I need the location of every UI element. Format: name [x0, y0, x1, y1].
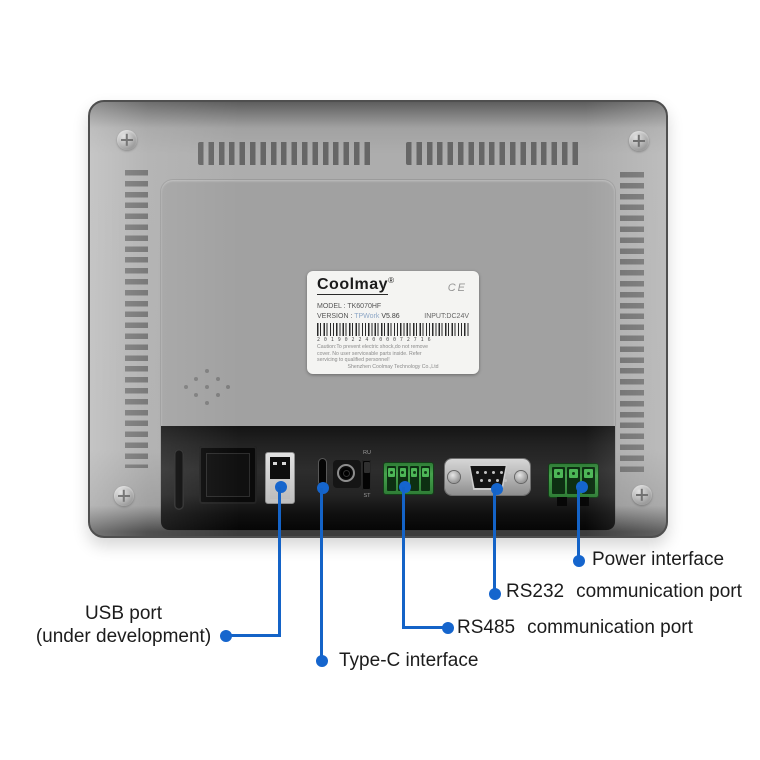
switch-label-run: RU: [363, 450, 371, 456]
rs485-port-dot: [399, 481, 411, 493]
usb-port-label: USB port (under development): [35, 603, 212, 647]
usb-label-dot: [220, 630, 232, 642]
typec-label: Type-C interface: [339, 650, 479, 671]
barcode: [317, 322, 469, 336]
typec-port-dot: [317, 482, 329, 494]
software-name: TPWork: [354, 312, 380, 320]
rs232-callout-line: [493, 489, 496, 594]
rs485-callout-line-h: [402, 626, 448, 629]
screw-top-left: [117, 130, 137, 150]
registered-mark: ®: [388, 276, 394, 285]
company-name: Shenzhen Coolmay Technology Co.,Ltd: [347, 364, 439, 371]
sd-card-slot: [174, 449, 184, 510]
power-label-dot: [573, 555, 585, 567]
usb-port-dot: [275, 481, 287, 493]
rs232-label-dot: [489, 588, 501, 600]
power-callout-line: [577, 487, 580, 561]
rs485-callout-line-v: [402, 487, 405, 628]
typec-callout-line: [320, 488, 323, 661]
power-terminal-tabs: [557, 497, 567, 506]
input-rating: INPUT:DC24V: [424, 312, 469, 320]
switch-label-stop: ST: [363, 493, 371, 499]
hmi-rear-panel: Coolmay® CE MODEL : TK6070HF VERSION : T…: [88, 100, 668, 538]
usb-callout-line-h: [227, 634, 281, 637]
run-stop-switch: [362, 460, 371, 490]
screw-bottom-right: [632, 485, 652, 505]
screw-bottom-left: [114, 486, 134, 506]
top-vent-slots-right: [406, 142, 582, 165]
brand-logo: Coolmay: [317, 276, 389, 296]
power-label: Power interface: [592, 549, 725, 570]
port-recess: RU ST: [161, 426, 615, 530]
typec-label-dot: [316, 655, 328, 667]
side-vent-slots-right: [620, 172, 644, 472]
model-text: MODEL : TK6070HF: [317, 303, 382, 310]
version-text: VERSION : TPWork V5.86 INPUT:DC24V: [317, 312, 469, 320]
buzzer-holes: [205, 385, 209, 389]
screw-top-right: [629, 131, 649, 151]
side-vent-slots-left: [125, 170, 148, 468]
top-vent-slots-left: [198, 142, 374, 165]
rs232-db9-connector: [445, 459, 530, 495]
power-terminal-block: [549, 464, 598, 497]
caution-text: Caution:To prevent electric shock,do not…: [317, 344, 429, 364]
port-cover: [199, 446, 257, 504]
usb-callout-line-v: [278, 487, 281, 637]
product-label-sticker: Coolmay® CE MODEL : TK6070HF VERSION : T…: [307, 271, 479, 374]
ce-mark: CE: [447, 282, 467, 294]
round-connector: [333, 460, 361, 488]
rs485-label-dot: [442, 622, 454, 634]
version-number: V5.86: [381, 312, 400, 320]
barcode-digits: 20190224000072716: [317, 336, 435, 343]
